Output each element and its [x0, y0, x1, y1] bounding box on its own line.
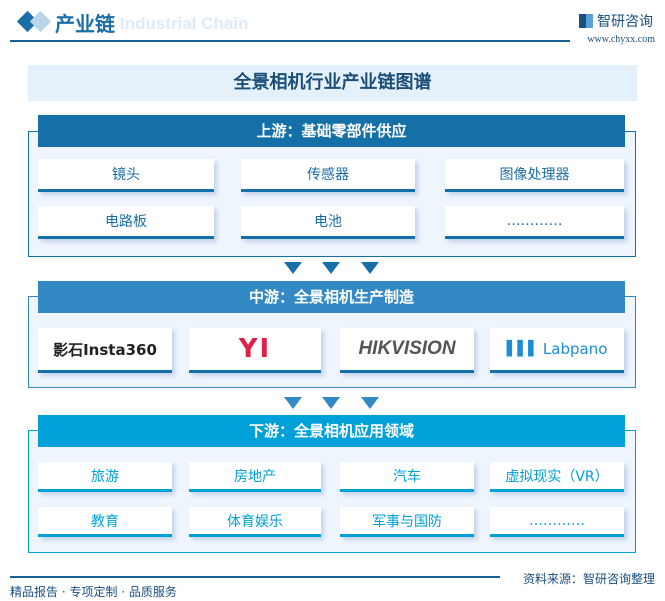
header-divider	[10, 40, 570, 42]
section-subtitle: Industrial Chain	[120, 14, 249, 33]
downstream-item: 体育娱乐	[189, 507, 321, 537]
downstream-item: 教育	[38, 507, 172, 537]
upstream-item: 电路板	[38, 206, 214, 239]
upstream-header: 上游：基础零部件供应	[38, 115, 625, 147]
midstream-header: 中游：全景相机生产制造	[38, 281, 625, 313]
footer-divider	[10, 576, 500, 578]
upstream-item: …………	[445, 206, 624, 239]
upstream-item: 镜头	[38, 159, 214, 192]
section-title: 产业链	[55, 12, 115, 36]
down-arrow-icon	[361, 262, 379, 274]
source-note: 资料来源：智研咨询整理	[522, 572, 655, 586]
downstream-item: 旅游	[38, 462, 172, 492]
downstream-item: 虚拟现实（VR）	[490, 462, 624, 492]
brand-hikvision: HIKVISION	[340, 328, 474, 373]
brand-insta360: 影石Insta360	[38, 328, 172, 373]
downstream-item: …………	[490, 507, 624, 537]
logo-text: 智研咨询	[597, 14, 653, 30]
upstream-item: 传感器	[241, 159, 415, 192]
diamond-icon	[29, 10, 52, 33]
downstream-item: 汽车	[340, 462, 474, 492]
brand-logo: 智研咨询	[579, 11, 653, 31]
brand-yi: YI	[189, 328, 321, 373]
downstream-header: 下游：全景相机应用领域	[38, 415, 625, 447]
downstream-item: 军事与国防	[340, 507, 474, 537]
site-url: www.chyxx.com	[587, 34, 655, 45]
down-arrow-icon	[322, 262, 340, 274]
labpano-icon: ▌▌▌	[506, 341, 539, 357]
down-arrow-icon	[322, 397, 340, 409]
upstream-item: 图像处理器	[445, 159, 624, 192]
downstream-item: 房地产	[189, 462, 321, 492]
down-arrow-icon	[284, 262, 302, 274]
down-arrow-icon	[361, 397, 379, 409]
brand-labpano: ▌▌▌ Labpano	[490, 328, 624, 373]
down-arrow-icon	[284, 397, 302, 409]
upstream-item: 电池	[241, 206, 415, 239]
chart-title: 全景相机行业产业链图谱	[28, 65, 637, 101]
footer-slogan: 精品报告 · 专项定制 · 品质服务	[10, 585, 177, 599]
logo-icon	[579, 14, 593, 28]
